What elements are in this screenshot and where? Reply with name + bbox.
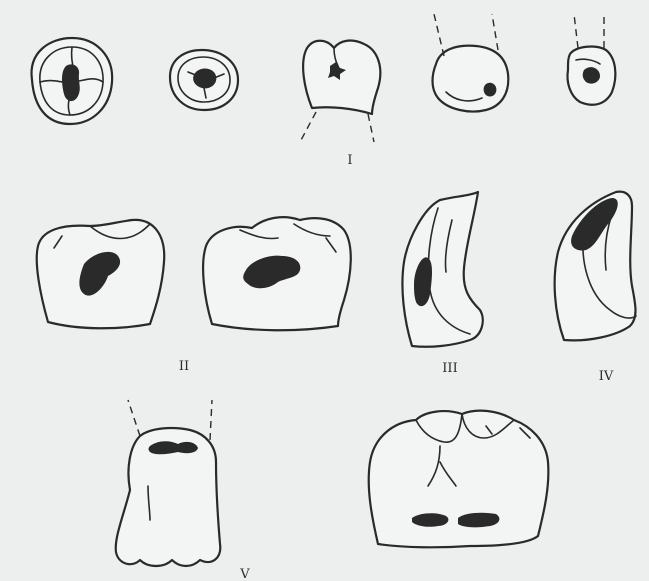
group-5-anterior-cervical [116, 400, 221, 566]
group-4-incisor-incisal [555, 192, 636, 341]
group-1-occlusal-molar-top [32, 38, 113, 124]
group-1-molar-buccal-pit [300, 41, 380, 142]
group-1-label: I [347, 153, 352, 168]
group-2-premolar-proximal [37, 220, 164, 328]
group-1-occlusal-premolar-top [170, 50, 238, 110]
group-3-label: III [442, 361, 457, 376]
group-5-label: V [239, 567, 250, 581]
group-2-molar-proximal [203, 217, 351, 330]
group-3-incisor-proximal [402, 192, 482, 347]
group-2-label: II [179, 359, 189, 374]
group-1-incisor-lingual-pit [433, 14, 509, 112]
group-1-tooth-pit-small [568, 14, 616, 105]
group-4-label: IV [599, 369, 614, 384]
group-5-molar-cervical [369, 411, 549, 548]
